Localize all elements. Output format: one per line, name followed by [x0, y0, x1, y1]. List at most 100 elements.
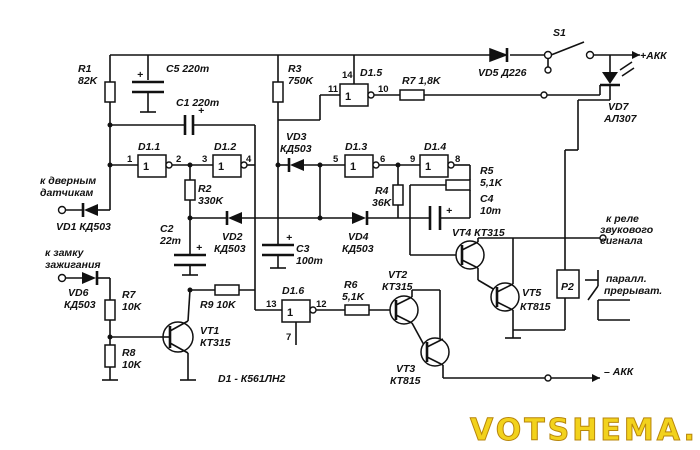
vd2-value: КД503	[214, 243, 246, 255]
d15-symbol: 1	[345, 91, 351, 103]
pin-12: 12	[316, 299, 327, 310]
r7a-label: R7 1,8K	[402, 75, 442, 87]
resistor-r2	[184, 165, 196, 255]
c2-label: C2	[160, 223, 174, 235]
relay-label-2: звукового	[600, 224, 654, 236]
vt2-value: КТ315	[382, 281, 413, 293]
vt1-value: КТ315	[200, 337, 231, 349]
pin-11: 11	[328, 84, 339, 95]
par-label-2: прерыват.	[604, 285, 662, 297]
r2-label: R2	[198, 183, 212, 195]
pin-3: 3	[202, 154, 207, 165]
capacitor-c4	[428, 190, 471, 230]
r8-label: R8	[122, 347, 136, 359]
door-label-1: к дверным	[40, 175, 96, 187]
resistor-r3	[272, 81, 320, 165]
pin-4: 4	[246, 154, 252, 165]
c1-label: C1 220m	[176, 97, 219, 109]
resistor-r8	[102, 344, 118, 381]
diode-vd5	[489, 47, 509, 63]
r7b-label: R7	[122, 289, 137, 301]
r1-value: 82K	[78, 75, 99, 87]
r6-label: R6	[344, 279, 358, 291]
vd3-value: КД503	[280, 143, 312, 155]
node-d13-low	[317, 215, 323, 221]
diode-vd2	[190, 211, 352, 225]
door-sensor-input	[57, 203, 110, 217]
d12-symbol: 1	[218, 161, 224, 173]
relay-out-node	[599, 234, 607, 242]
vd5-label: VD5 Д226	[478, 67, 527, 79]
vd3-label: VD3	[286, 131, 307, 143]
d12-label: D1.2	[214, 141, 236, 153]
bottom-ground-rail	[443, 374, 600, 382]
r8-value: 10K	[122, 359, 143, 371]
pin-10: 10	[378, 84, 389, 95]
door-label-2: датчикам	[40, 187, 93, 199]
gate-d1-6	[254, 290, 345, 345]
capacitor-c5	[132, 80, 164, 113]
gate-d1-4	[419, 154, 471, 180]
transistor-vt1	[160, 289, 196, 381]
pin-5: 5	[333, 154, 339, 165]
d13-symbol: 1	[350, 161, 356, 173]
r2-value: 330K	[198, 195, 225, 207]
c4-label: C4	[480, 193, 494, 205]
pin-7: 7	[286, 332, 291, 343]
pin-6: 6	[380, 154, 385, 165]
vt2-label: VT2	[388, 269, 407, 281]
d11-label: D1.1	[138, 141, 160, 153]
c5-plus: +	[137, 69, 143, 81]
par-label-1: паралл.	[606, 273, 647, 285]
transistor-vt5	[490, 238, 521, 339]
resistor-r6	[344, 304, 390, 316]
c3-plus: +	[286, 232, 292, 244]
r5-label: R5	[480, 165, 494, 177]
switch-s1	[543, 41, 595, 60]
resistor-r7-10k	[104, 299, 160, 345]
c2-value: 22m	[159, 235, 181, 247]
watermark: VOTSHEMA.RU	[470, 413, 700, 448]
r7b-value: 10K	[122, 301, 143, 313]
r3-label: R3	[288, 63, 302, 75]
resistor-r4	[392, 165, 404, 218]
node-r4	[395, 162, 401, 168]
d14-symbol: 1	[425, 161, 431, 173]
capacitor-c3	[262, 165, 294, 269]
d14-label: D1.4	[424, 141, 446, 153]
r6-value: 5,1K	[342, 291, 366, 303]
akk-plus-arrow	[632, 51, 640, 59]
pin-2: 2	[176, 154, 181, 165]
vt3-value: КТ815	[390, 375, 421, 387]
pin-9: 9	[410, 154, 415, 165]
p2-label: P2	[561, 281, 574, 293]
relay-p2	[513, 269, 630, 331]
c1-plus: +	[198, 105, 204, 117]
transistor-vt4	[455, 237, 600, 291]
d13-label: D1.3	[345, 141, 367, 153]
vt3-label: VT3	[396, 363, 415, 375]
transistor-vt3	[420, 337, 450, 378]
r5-value: 5,1K	[480, 177, 504, 189]
c4-plus: +	[446, 205, 452, 217]
r4-label: R4	[375, 185, 389, 197]
d1-note: D1 - К561ЛН2	[218, 373, 286, 385]
c5-label: C5 220m	[166, 63, 209, 75]
r9-label: R9 10K	[200, 299, 237, 311]
ignition-input	[57, 271, 111, 300]
akk-plus-label: +АКК	[640, 50, 668, 62]
gate-d1-1	[110, 154, 213, 178]
resistor-r1	[104, 81, 116, 210]
pin-8: 8	[455, 154, 460, 165]
r4-value: 36K	[372, 197, 393, 209]
vd1-label: VD1 КД503	[56, 221, 111, 233]
transistor-vt2	[389, 289, 441, 346]
node-d13-in	[317, 162, 323, 168]
capacitor-c1	[110, 115, 256, 165]
akk-minus-label: – АКК	[604, 366, 635, 378]
vd6-value: КД503	[64, 299, 96, 311]
c3-label: C3	[296, 243, 310, 255]
vt4-label: VT4 КТ315	[452, 227, 505, 239]
node-r9	[187, 287, 193, 293]
relay-label-1: к реле	[606, 213, 639, 225]
